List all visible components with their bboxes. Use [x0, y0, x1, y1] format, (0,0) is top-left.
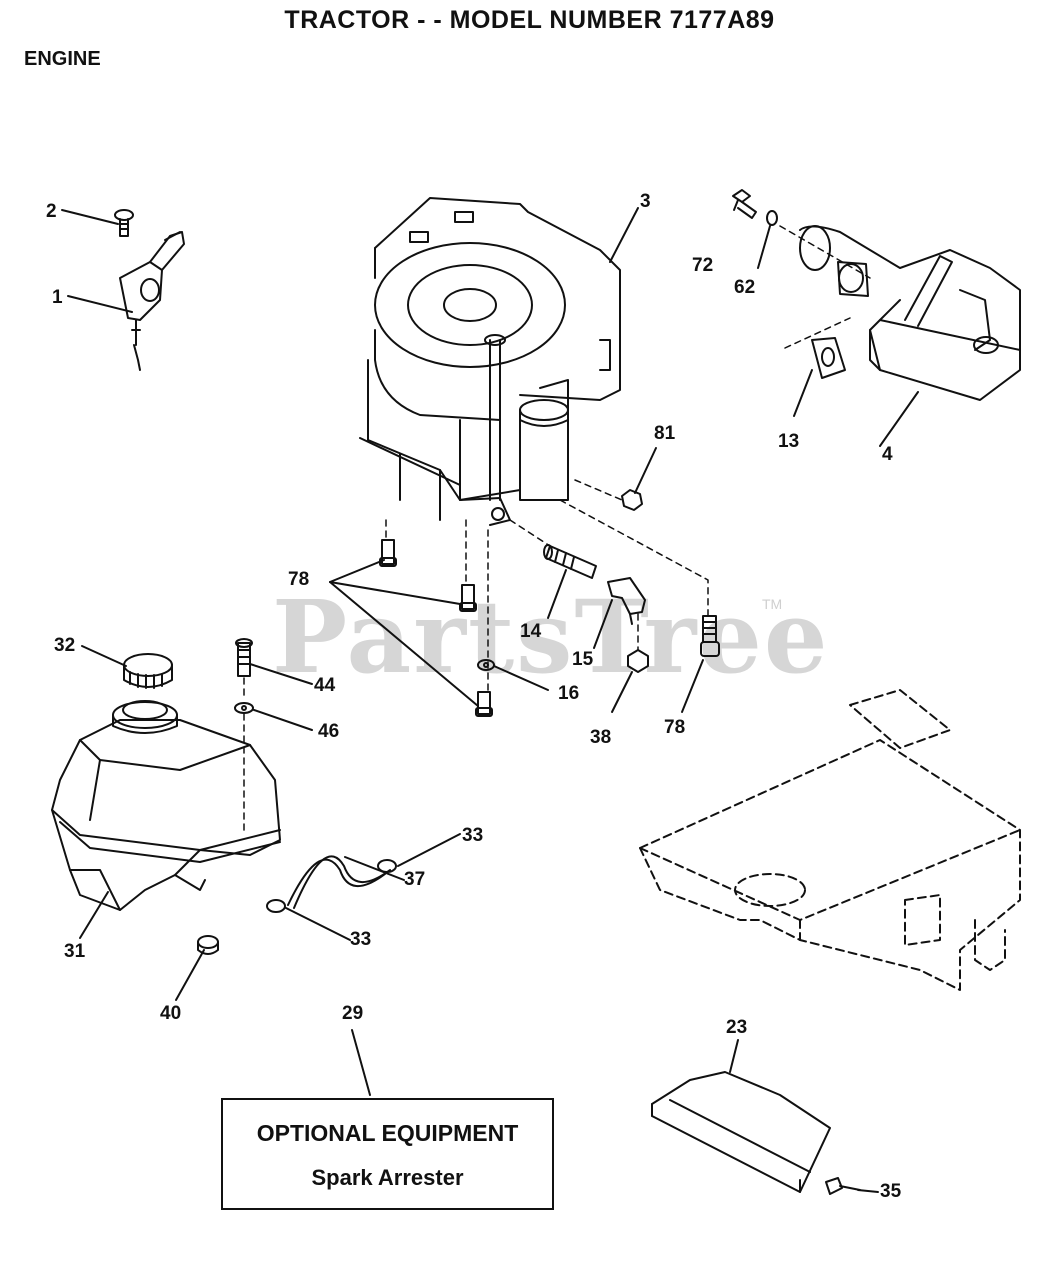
callout-31: 31: [64, 941, 86, 962]
hex-nut-38-part: [627, 649, 649, 673]
callout-81: 81: [654, 423, 676, 444]
callout-2: 2: [46, 201, 57, 222]
optional-equipment-box: OPTIONAL EQUIPMENT Spark Arrester: [221, 1098, 554, 1210]
bolt-78-part: [700, 615, 720, 657]
assembly-guide-lines: [243, 225, 871, 831]
callout-72: 72: [692, 255, 714, 276]
gasket-part: [811, 337, 846, 379]
callout-78-engine-bolts: 78: [288, 569, 310, 590]
muffler-part: [799, 225, 1021, 401]
diagram-title: TRACTOR - - MODEL NUMBER 7177A89: [284, 6, 775, 34]
fuel-line-part: [287, 855, 391, 909]
callout-78-frame-bolt: 78: [664, 717, 686, 738]
callout-35: 35: [880, 1181, 902, 1202]
fuel-cap-part: [123, 653, 173, 689]
shield-screw-part: [825, 1177, 861, 1195]
throttle-control-part: [119, 231, 185, 371]
callout-32: 32: [54, 635, 76, 656]
callout-1: 1: [52, 287, 63, 308]
callout-33-upper: 33: [462, 825, 484, 846]
watermark-text: PartsTree: [272, 578, 830, 696]
hex-nut-81-part: [621, 489, 643, 511]
callout-4: 4: [882, 444, 893, 465]
callout-38: 38: [590, 727, 612, 748]
hose-clamp-lower-part: [266, 899, 286, 913]
callout-15: 15: [572, 649, 594, 670]
fuel-tank-part: [51, 700, 281, 911]
tank-washer-part: [234, 702, 254, 714]
callout-23: 23: [726, 1017, 748, 1038]
engine-mount-bolts-part: [379, 539, 493, 717]
chassis-frame-part: [639, 689, 1021, 991]
spark-arrester-label: Spark Arrester: [311, 1165, 464, 1190]
section-label: ENGINE: [24, 48, 101, 70]
tank-screw-part: [235, 638, 253, 677]
callout-13: 13: [778, 431, 800, 452]
screw-part: [114, 209, 134, 237]
lock-washer-16-part: [477, 659, 495, 671]
callout-44: 44: [314, 675, 336, 696]
callout-62: 62: [734, 277, 756, 298]
callout-3: 3: [640, 191, 651, 212]
watermark-trademark: TM: [762, 596, 783, 612]
callout-46: 46: [318, 721, 340, 742]
bushing-part: [197, 935, 219, 955]
callout-33-lower: 33: [350, 929, 372, 950]
engine-part: [359, 197, 621, 526]
hose-clamp-upper-part: [377, 859, 397, 873]
optional-equipment-heading: OPTIONAL EQUIPMENT: [256, 1120, 519, 1146]
lock-washer-part: [766, 210, 778, 226]
elbow-fitting-part: [607, 577, 646, 625]
callout-40: 40: [160, 1003, 182, 1024]
callout-29: 29: [342, 1003, 364, 1024]
pipe-nipple-part: [543, 544, 597, 579]
leader-lines: [61, 199, 919, 1193]
callout-37: 37: [404, 869, 426, 890]
callout-14: 14: [520, 621, 542, 642]
heat-shield-part: [651, 1071, 831, 1193]
callout-16: 16: [558, 683, 580, 704]
